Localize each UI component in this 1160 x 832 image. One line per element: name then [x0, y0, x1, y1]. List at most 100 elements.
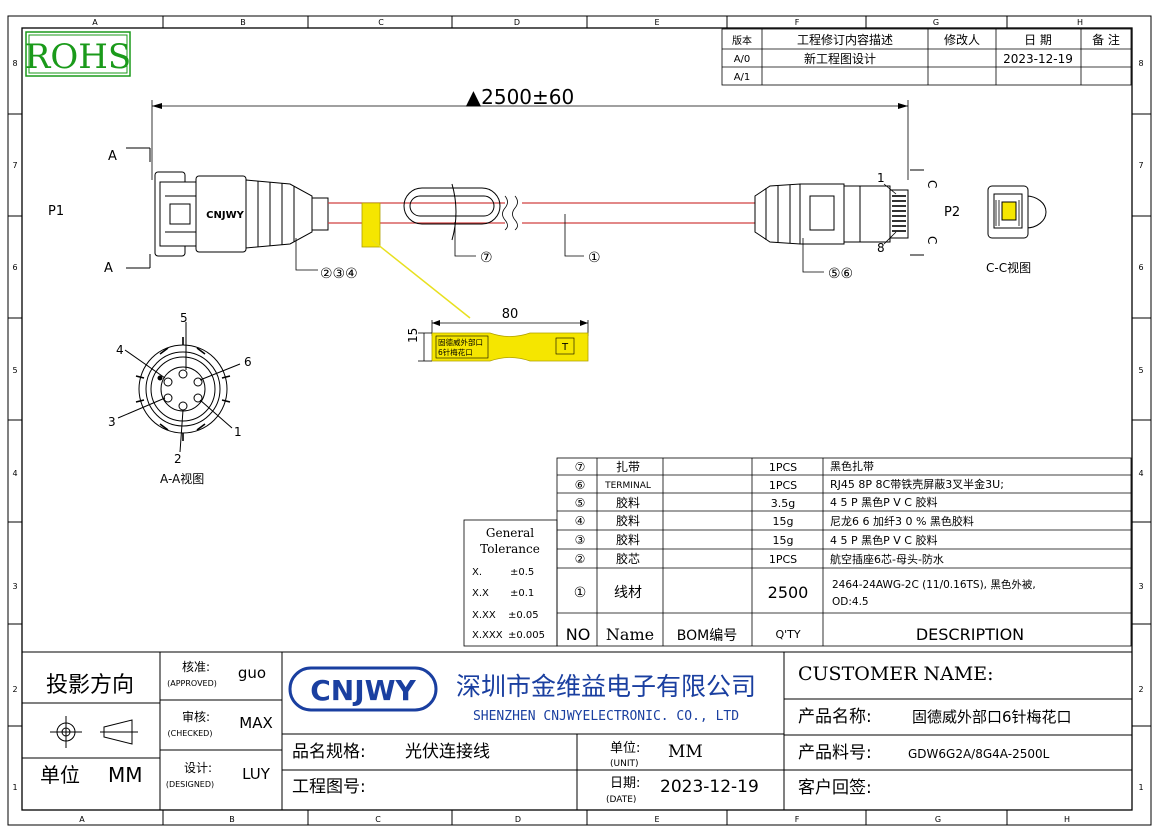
unit2-label-en: (UNIT) [610, 759, 639, 769]
p1-logo-text: CNJWY [206, 210, 244, 221]
bom-row4-qty: 15g [773, 515, 794, 528]
grid-bot-f: F [795, 815, 800, 824]
bom-row7-desc: 黑色扎带 [830, 459, 874, 473]
bom-header-desc: DESCRIPTION [916, 625, 1024, 644]
bom-row3-qty: 15g [773, 534, 794, 547]
bom-row4-desc: 尼龙6 6 加纤3 0 % 黑色胶料 [830, 514, 974, 528]
grid-right-1: 1 [1138, 783, 1143, 792]
grid-top-h: H [1077, 18, 1083, 27]
grid-bot-c: C [375, 815, 381, 824]
cc-view [987, 185, 1047, 239]
date-label-en: (DATE) [606, 795, 636, 805]
grid-left-7: 7 [12, 161, 17, 170]
bom-row5-no: ⑤ [575, 496, 586, 510]
rev-header-date: 日 期 [1024, 33, 1052, 47]
bom-row3-name: 胶料 [616, 532, 640, 547]
checked-label-en: (CHECKED) [168, 729, 213, 738]
grid-left-2: 2 [12, 685, 17, 694]
tol-v-2: ±0.1 [510, 588, 534, 599]
bom-row2-name: 胶芯 [616, 551, 640, 566]
bom-row7-name: 扎带 [616, 460, 640, 474]
rev-header-by: 修改人 [944, 32, 980, 47]
tol-v-3: ±0.05 [508, 610, 539, 621]
tol-v-1: ±0.5 [510, 567, 534, 578]
callout-1: ① [588, 250, 601, 266]
projection-symbol-icon [50, 716, 138, 748]
grid-left-5: 5 [12, 366, 17, 375]
grid-bot-e: E [654, 815, 659, 824]
bom-row3-no: ③ [575, 533, 586, 547]
rev-row1-desc: 新工程图设计 [804, 51, 876, 66]
aa-pin-4: 4 [116, 343, 124, 357]
bom-row1-qty: 2500 [768, 583, 809, 602]
bom-header-no: NO [566, 625, 591, 644]
part-no-value: GDW6G2A/8G4A-2500L [908, 747, 1050, 761]
designed-by: LUY [242, 765, 271, 783]
label-text-line1: 固德威外部口 [438, 337, 483, 347]
bom-row2-no: ② [575, 552, 586, 566]
customer-name-label: CUSTOMER NAME: [798, 663, 994, 685]
designed-label-en: (DESIGNED) [166, 780, 214, 789]
grid-bot-h: H [1064, 815, 1070, 824]
bom-header-qty: Q'TY [775, 628, 800, 641]
cable-tie [403, 183, 501, 241]
date-label: 日期: [610, 776, 640, 791]
rev-row1-ver: A/0 [734, 54, 751, 65]
cable-wires [328, 202, 755, 224]
p2-connector [754, 183, 909, 245]
bom-row2-desc: 航空插座6芯-母头-防水 [830, 552, 944, 566]
aa-pin-1: 1 [234, 425, 242, 439]
length-dimension: ▲2500±60 [466, 85, 575, 109]
label-width-dim: 80 [502, 307, 519, 322]
aa-pin-2: 2 [174, 452, 182, 466]
bom-row3-desc: 4 5 P 黑色P V C 胶料 [830, 533, 937, 547]
callout-5-6: ⑤⑥ [828, 266, 853, 282]
label-height-dim: 15 [406, 328, 420, 343]
callout-7: ⑦ [480, 250, 493, 266]
wire-label-tag [361, 202, 381, 248]
aa-pin-5: 5 [180, 311, 188, 325]
grid-left-4: 4 [12, 469, 17, 478]
rohs-text: ROHS [25, 37, 131, 77]
rev-row2-ver: A/1 [734, 72, 751, 83]
bom-row1-desc: 2464-24AWG-2C (11/0.16TS), 黑色外被, [832, 578, 1036, 591]
spec-label: 品名规格: [292, 742, 366, 762]
bom-row1-name: 线材 [614, 585, 642, 601]
grid-top-g: G [933, 18, 939, 27]
grid-bot-g: G [935, 815, 941, 824]
grid-left-8: 8 [12, 59, 17, 68]
aa-pin-6: 6 [244, 355, 252, 369]
approved-label: 核准: [182, 660, 210, 674]
callout-2-3-4: ②③④ [320, 266, 358, 282]
tolerance-title2: Tolerance [480, 542, 540, 556]
grid-right-7: 7 [1138, 161, 1143, 170]
bom-row6-name: TERMINAL [604, 481, 651, 491]
product-name-value: 固德威外部口6针梅花口 [912, 708, 1072, 726]
bom-row7-qty: 1PCS [769, 461, 797, 474]
grid-right-5: 5 [1138, 366, 1143, 375]
grid-left-3: 3 [12, 582, 17, 591]
grid-top-b: B [240, 18, 246, 27]
tolerance-title1: General [486, 526, 534, 540]
aa-view-caption: A-A视图 [160, 471, 204, 486]
grid-right-6: 6 [1138, 263, 1143, 272]
label-leader [371, 239, 471, 319]
customer-reply-label: 客户回签: [798, 778, 872, 798]
grid-left-1: 1 [12, 783, 17, 792]
grid-bot-d: D [515, 815, 521, 824]
pin1-label: 1 [877, 171, 885, 185]
spec-value: 光伏连接线 [405, 742, 490, 762]
grid-top-e: E [654, 18, 659, 27]
company-logo-text: CNJWY [310, 674, 416, 707]
drawing-no-label: 工程图号: [292, 777, 366, 797]
grid-top-a: A [92, 18, 98, 27]
unit-value: MM [108, 763, 143, 787]
rev-header-note: 备 注 [1092, 32, 1120, 47]
aa-view [117, 322, 241, 453]
bom-header-name: Name [606, 625, 654, 644]
tol-k-4: X.XXX [472, 630, 503, 641]
designed-label: 设计: [184, 761, 212, 775]
bom-row1-desc2: OD:4.5 [832, 596, 869, 608]
unit-label: 单位 [40, 763, 80, 787]
